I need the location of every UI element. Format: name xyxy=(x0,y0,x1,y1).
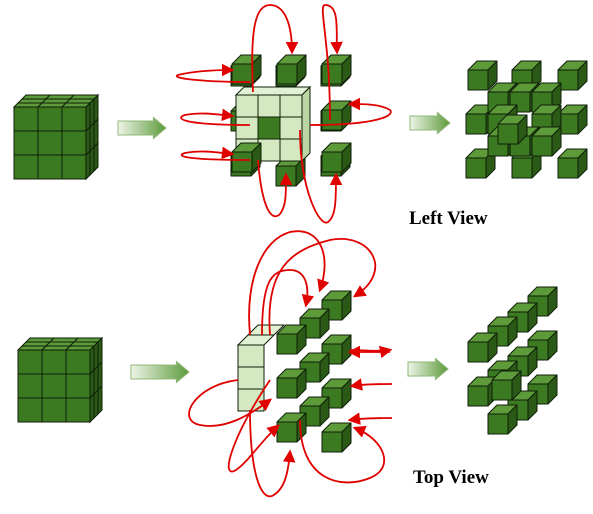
pale-cell xyxy=(237,366,265,390)
red-arrow-right xyxy=(309,97,392,126)
tower-cube xyxy=(276,324,307,355)
core-cell xyxy=(279,138,303,162)
red-arrow-top xyxy=(268,238,377,336)
result-cube xyxy=(465,104,496,135)
result-cube xyxy=(557,60,588,91)
process-arrow xyxy=(409,111,451,135)
red-arrow-top xyxy=(248,230,330,336)
core-cell xyxy=(279,116,303,140)
red-arrows-front xyxy=(175,4,393,498)
red-arrow-bottom xyxy=(299,129,343,224)
core-cell xyxy=(235,116,259,140)
result-cube xyxy=(557,148,588,179)
left-view-label: Left View xyxy=(409,208,488,229)
top-cube xyxy=(321,54,352,85)
process-arrows xyxy=(117,111,451,384)
source-cube-top-row xyxy=(12,93,100,181)
red-arrow-bottom xyxy=(299,419,386,484)
red-arrow-left xyxy=(175,63,251,83)
result-cube xyxy=(507,346,538,377)
cube-layer xyxy=(12,54,588,453)
left-view-transform xyxy=(230,54,352,187)
red-arrow-top xyxy=(321,4,343,121)
top-view-result xyxy=(467,286,558,435)
top-view-transform xyxy=(236,290,352,453)
top-cube xyxy=(276,54,307,85)
inner-cube xyxy=(531,126,562,157)
side-cube xyxy=(321,142,352,173)
core-cell xyxy=(235,94,259,118)
center-cube xyxy=(497,114,528,145)
red-arrow-bottom xyxy=(249,409,296,498)
tower-cube xyxy=(276,368,307,399)
red-arrow-left xyxy=(180,146,251,161)
source-cube-bottom-row xyxy=(16,336,104,424)
result-cube xyxy=(487,404,518,435)
process-arrow xyxy=(117,116,167,140)
process-arrow xyxy=(130,360,190,384)
red-arrow-bottom xyxy=(227,379,280,473)
result-cube xyxy=(467,60,498,91)
red-arrow-top xyxy=(251,4,299,93)
red-arrow-left xyxy=(180,108,251,126)
top-cube xyxy=(231,54,262,85)
result-cube xyxy=(557,104,588,135)
core-cell xyxy=(279,94,303,118)
bottom-cube xyxy=(231,142,262,173)
pale-cell xyxy=(237,344,265,368)
result-cube xyxy=(487,316,518,347)
left-view-result xyxy=(465,60,588,179)
tower-cube xyxy=(276,412,307,443)
core-cell xyxy=(257,94,281,118)
red-arrow-right xyxy=(349,378,393,391)
red-arrow-right xyxy=(347,412,393,425)
process-arrow xyxy=(407,357,449,381)
result-cube xyxy=(467,332,498,363)
tower-cube xyxy=(321,422,352,453)
result-cube xyxy=(491,370,522,401)
red-arrow-top xyxy=(261,269,315,336)
top-view-label: Top View xyxy=(413,467,489,488)
center-cube xyxy=(257,116,281,140)
red-arrow-bottom xyxy=(257,159,293,218)
red-arrow-right xyxy=(349,345,393,359)
